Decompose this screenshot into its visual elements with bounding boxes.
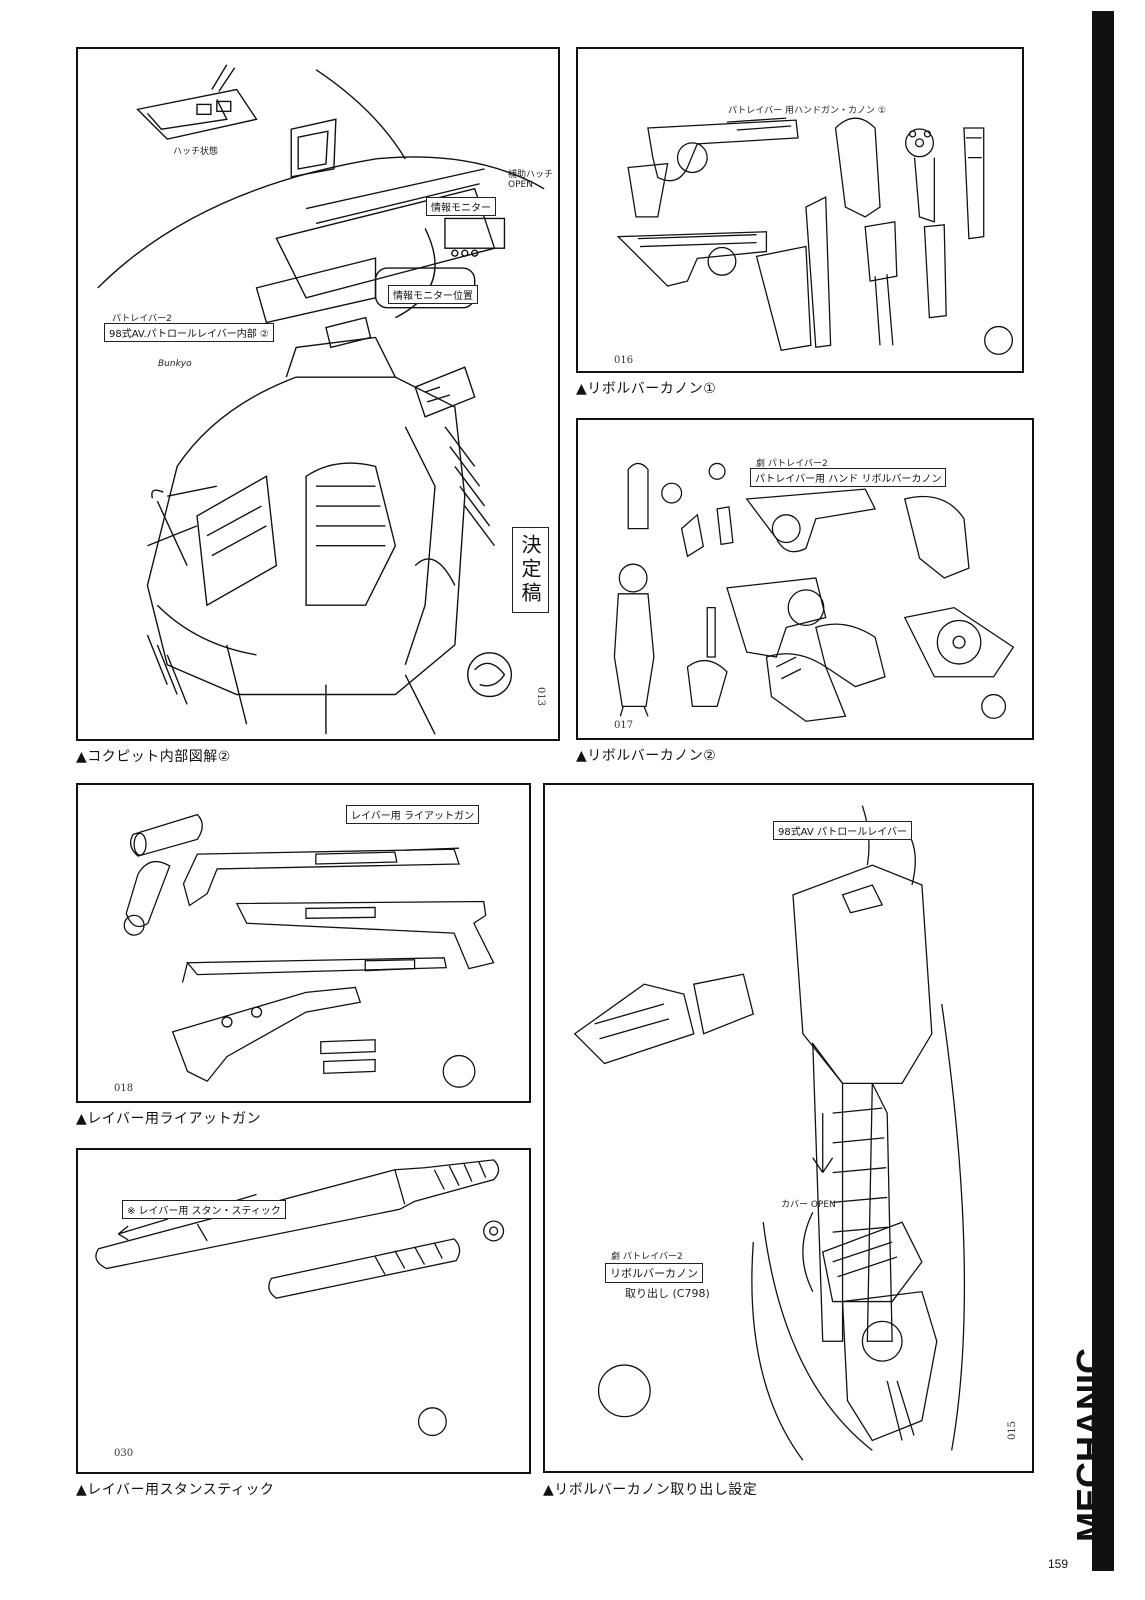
panel-number: 018 [114,1083,134,1094]
note-title: ※ レイバー用 スタン・スティック [122,1200,286,1219]
page-number: 159 [1048,1557,1069,1571]
note-box2: リボルバーカノン [605,1263,703,1283]
note-cover: 補助ハッチ OPEN [508,170,554,190]
panel-stun-stick: ※ レイバー用 スタン・スティック 030 [76,1148,531,1474]
panel-extract: 98式AV パトロールレイバー 劇 パトレイバー2 リボルバーカノン 取り出し … [543,783,1034,1473]
caption-revolver-1: ▲リボルバーカノン① [576,381,717,397]
panel-number: 030 [114,1448,134,1459]
panel-number: 016 [614,355,634,366]
caption-extract: ▲リボルバーカノン取り出し設定 [543,1482,758,1498]
panel-riot-gun: レイバー用 ライアットガン 018 [76,783,531,1103]
note-sign: Bunkyo [158,359,192,369]
note-title: 98式AV パトロールレイバー [773,821,913,840]
note-box1: 劇 パトレイバー2 [611,1252,683,1262]
caption-revolver-2: ▲リボルバーカノン② [576,748,717,764]
section-label-text: MECHANIC [1069,1348,1110,1542]
note-title: パトレイバー 用ハンドガン・カノン ① [728,106,886,116]
panel-revolver-1: パトレイバー 用ハンドガン・カノン ① 016 [576,47,1024,373]
revolver-1-drawing [616,117,1014,355]
note-box3: 取り出し (C798) [625,1287,710,1300]
note-cover: カバー OPEN [781,1200,836,1210]
decision-stamp: 決定稿 [512,527,549,613]
panel-number: 017 [614,720,634,731]
note-title: レイバー用 ライアットガン [346,805,479,824]
note-hatch: ハッチ状態 [173,147,219,157]
note-title1: 劇 パトレイバー2 [756,459,828,469]
caption-riot-gun: ▲レイバー用ライアットガン [76,1111,261,1127]
note-monitor-pos: 情報モニター位置 [388,285,478,304]
extract-drawing [573,805,966,1461]
cockpit-drawing [97,64,545,735]
stun-stick-drawing [95,1159,505,1437]
note-title2: パトレイバー用 ハンド リボルバーカノン [750,468,947,487]
side-band [1092,11,1114,1571]
note-monitor: 情報モニター [426,197,496,216]
panel-number: 013 [535,686,547,707]
note-title1: パトレイバー2 [112,314,172,324]
panel-revolver-2: 劇 パトレイバー2 パトレイバー用 ハンド リボルバーカノン 017 [576,418,1034,740]
riot-gun-drawing [123,813,495,1088]
revolver-2-drawing [613,462,1015,722]
panel-number: 015 [1007,1420,1019,1441]
panel-cockpit: 決定稿 013 ハッチ状態 情報モニター 補助ハッチ OPEN 情報モニター位置… [76,47,560,741]
caption-stun-stick: ▲レイバー用スタンスティック [76,1482,275,1498]
caption-cockpit: ▲コクピット内部図解② [76,749,231,765]
section-label: MECHANIC [1068,1300,1112,1590]
note-title2: 98式AV.パトロールレイバー内部 ② [104,323,274,342]
